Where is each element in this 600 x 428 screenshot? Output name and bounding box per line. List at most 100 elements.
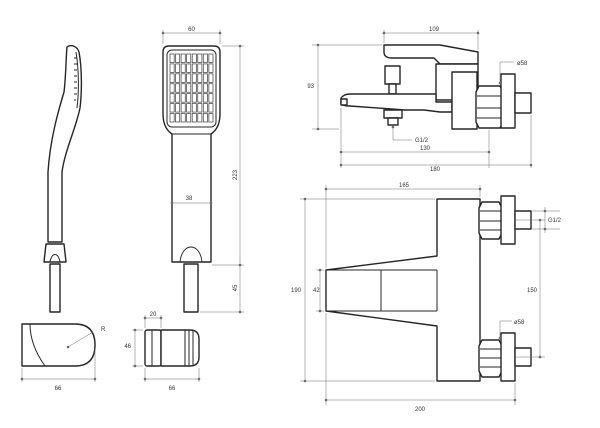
shower-bracket-ribs xyxy=(184,330,194,366)
nozzle-cell xyxy=(169,113,175,123)
nozzle-cell xyxy=(186,113,192,123)
nozzle-cell xyxy=(197,53,203,63)
hand-shower-head-face xyxy=(166,49,217,128)
mixer-spout-length-label: 130 xyxy=(420,146,431,152)
mixer-top-flange-lower xyxy=(500,332,516,382)
nozzle-cell xyxy=(191,113,197,123)
mixer-total-length-label: 180 xyxy=(430,167,441,173)
mixer-side-inlet xyxy=(514,92,532,114)
nozzle-cell xyxy=(197,73,203,83)
nozzle-cell xyxy=(186,103,192,113)
hand-shower-tail-label: 45 xyxy=(233,284,239,291)
mixer-top-width-165-label: 165 xyxy=(399,183,410,189)
nozzle-cell xyxy=(186,53,192,63)
hand-shower-front-view: 60 38 223 45 xyxy=(161,27,244,314)
nozzle-cell xyxy=(175,83,181,93)
shower-bracket-slot-label: 20 xyxy=(150,312,157,318)
nozzle-cell xyxy=(186,73,192,83)
nozzle-cell xyxy=(202,103,208,113)
mixer-top-centers-label: 150 xyxy=(527,288,538,294)
nozzle-cell xyxy=(169,53,175,63)
shower-holder-inner-curve xyxy=(29,323,46,367)
nozzle-cell xyxy=(208,113,214,123)
nozzle-cell xyxy=(208,73,214,83)
shower-holder-radius-label: R xyxy=(101,327,106,333)
nozzle-cell xyxy=(197,93,203,103)
nozzle-cell xyxy=(208,103,214,113)
nozzle-cell xyxy=(180,63,186,73)
mixer-top-flange-upper xyxy=(500,195,516,245)
hand-shower-front-tail-notch xyxy=(179,246,203,263)
mixer-side-view: 109 93 ø58 G1/2 130 180 xyxy=(307,27,533,173)
mixer-top-view: 165 190 42 G1/2 150 ø58 2 xyxy=(291,183,562,413)
hand-shower-side-collar xyxy=(43,243,67,263)
nozzle-cell xyxy=(202,63,208,73)
nozzle-cell xyxy=(202,113,208,123)
nozzle-cell xyxy=(191,93,197,103)
shower-holder-width-label: 66 xyxy=(55,386,62,392)
hand-shower-side-hose xyxy=(49,263,61,313)
nozzle-cell xyxy=(208,63,214,73)
mixer-diverter-stem xyxy=(388,83,397,95)
nozzle-cell xyxy=(180,103,186,113)
mixer-outlet-nut xyxy=(383,109,403,119)
mixer-diverter-knob xyxy=(384,65,401,85)
hand-shower-side-body xyxy=(47,44,83,243)
mixer-height-label: 93 xyxy=(307,84,314,90)
nozzle-cell xyxy=(208,83,214,93)
hand-shower-side-face-line xyxy=(75,51,79,109)
nozzle-cell xyxy=(175,53,181,63)
shower-bracket-base xyxy=(144,329,162,367)
mixer-top-nut-diameter-label: ø58 xyxy=(514,320,525,326)
nozzle-cell xyxy=(197,113,203,123)
mixer-spout-aerator xyxy=(340,98,348,106)
nozzle-cell xyxy=(175,113,181,123)
nozzle-cell xyxy=(169,73,175,83)
mixer-outlet-thread-label: G1/2 xyxy=(415,138,429,144)
nozzle-cell xyxy=(208,53,214,63)
nozzle-cell xyxy=(191,53,197,63)
hand-shower-side-nozzles xyxy=(74,57,77,101)
shower-holder-view: R 66 xyxy=(20,323,106,392)
nozzle-cell xyxy=(202,93,208,103)
nozzle-cell xyxy=(180,83,186,93)
nozzle-cell xyxy=(186,83,192,93)
nozzle-cell xyxy=(180,73,186,83)
nozzle-cell xyxy=(175,73,181,83)
nozzle-cell xyxy=(191,83,197,93)
nozzle-cell xyxy=(175,63,181,73)
nozzle-cell xyxy=(175,103,181,113)
mixer-top-lever-label: 42 xyxy=(313,288,320,294)
mixer-lever xyxy=(383,44,479,65)
mixer-nut-diameter-label: ø58 xyxy=(517,61,528,67)
nozzle-cell xyxy=(202,73,208,83)
hand-shower-nozzle-grid xyxy=(169,53,214,123)
nozzle-cell xyxy=(197,63,203,73)
nozzle-cell xyxy=(169,103,175,113)
mixer-outlet-thread xyxy=(387,117,399,126)
hand-shower-width-label: 60 xyxy=(188,27,195,33)
nozzle-cell xyxy=(186,93,192,103)
mixer-top-depth-label: 190 xyxy=(291,288,302,294)
mixer-side-connector-nut xyxy=(475,85,504,129)
hand-shower-length-label: 223 xyxy=(233,169,239,180)
hand-shower-side-view xyxy=(43,44,83,313)
nozzle-cell xyxy=(169,93,175,103)
mixer-side-body xyxy=(451,71,478,130)
nozzle-cell xyxy=(175,93,181,103)
nozzle-cell xyxy=(208,93,214,103)
nozzle-cell xyxy=(169,63,175,73)
mixer-top-width-label: 109 xyxy=(429,27,440,33)
shower-bracket-width-label: 66 xyxy=(169,386,176,392)
nozzle-cell xyxy=(191,63,197,73)
nozzle-cell xyxy=(191,73,197,83)
shower-bracket-view: 20 46 66 xyxy=(124,312,201,392)
shower-holder-body xyxy=(21,323,96,367)
mixer-top-thread-label: G1/2 xyxy=(548,218,562,224)
hand-shower-front-hose xyxy=(183,263,199,313)
nozzle-cell xyxy=(180,113,186,123)
nozzle-cell xyxy=(202,53,208,63)
mixer-top-total-label: 200 xyxy=(415,407,426,413)
mixer-top-body xyxy=(325,198,481,382)
